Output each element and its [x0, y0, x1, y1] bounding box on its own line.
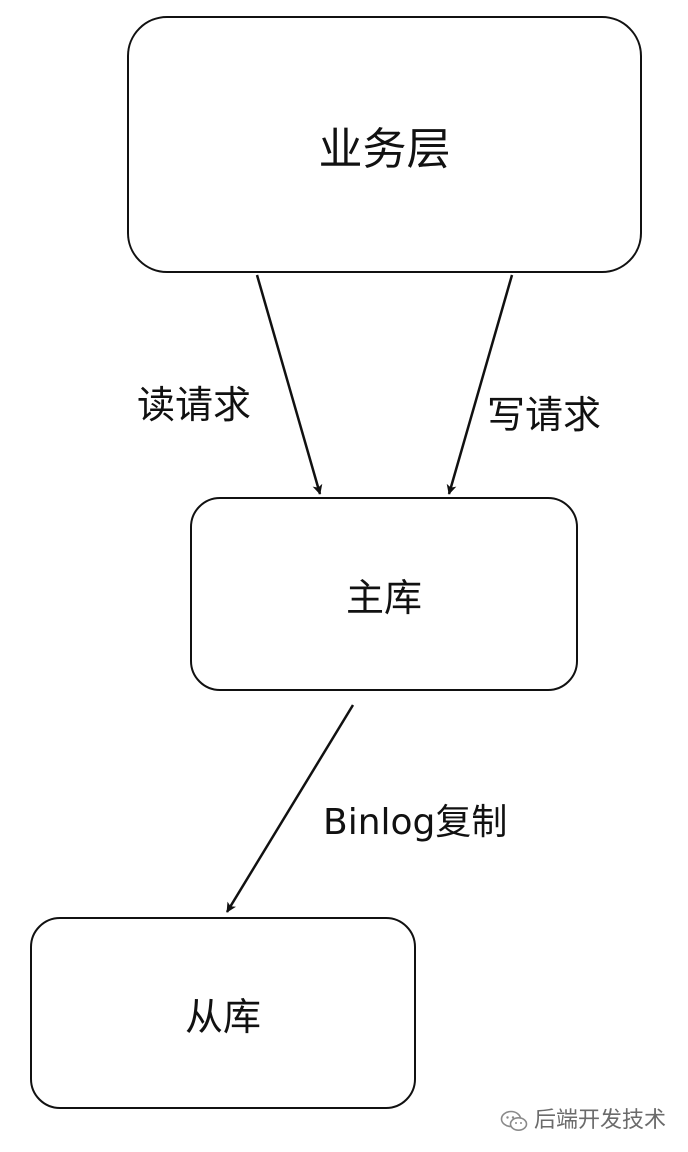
watermark-text: 后端开发技术: [533, 1108, 666, 1133]
watermark: 后端开发技术: [500, 1110, 666, 1132]
write-request-label: 写请求: [487, 393, 602, 437]
slave-db-label: 从库: [184, 994, 261, 1039]
write-request-arrow: [446, 274, 514, 495]
binlog-replication-arrow: [225, 704, 355, 913]
master-db-label: 主库: [345, 575, 422, 620]
binlog-replication-label: Binlog复制: [323, 802, 508, 843]
slave-db-node: 从库: [30, 917, 416, 1109]
business-layer-node: 业务层: [127, 16, 642, 273]
master-db-node: 主库: [190, 497, 578, 691]
read-request-arrow: [255, 274, 323, 495]
wechat-icon: [500, 1110, 528, 1131]
business-layer-label: 业务层: [318, 123, 451, 175]
read-request-label: 读请求: [137, 383, 252, 427]
